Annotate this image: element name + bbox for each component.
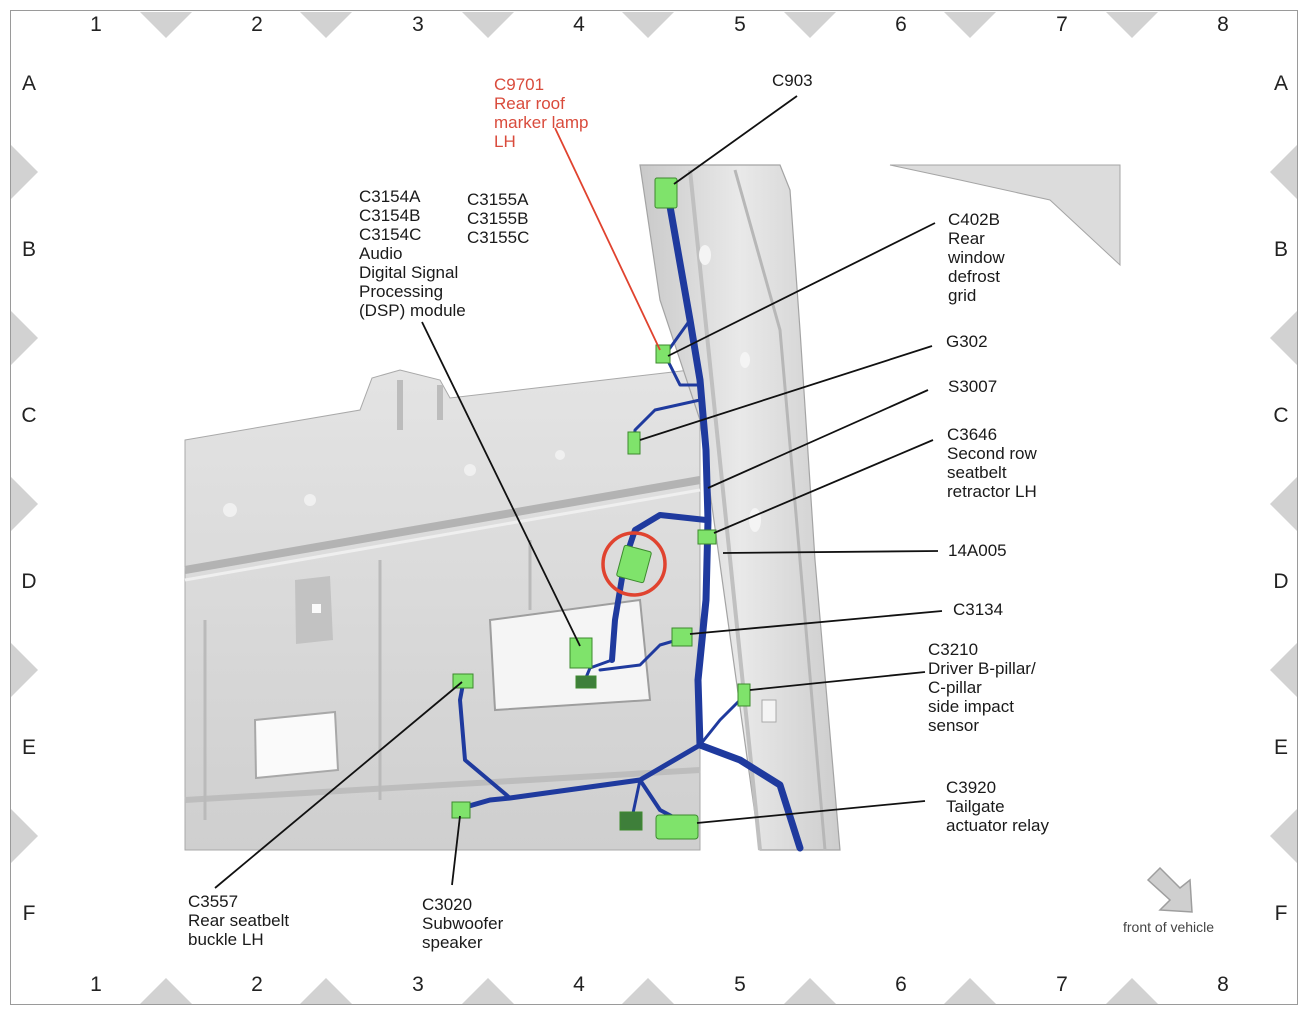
callout-c3557: C3557 Rear seatbelt buckle LH xyxy=(188,892,290,949)
grid-col-2-top: 2 xyxy=(251,13,263,36)
grid-col-4-bottom: 4 xyxy=(573,973,585,996)
border-markers xyxy=(11,12,1297,1004)
grid-col-6-top: 6 xyxy=(895,13,907,36)
grid-col-1-top: 1 xyxy=(90,13,102,36)
callout-c3134: C3134 xyxy=(953,600,1004,619)
grid-col-5-top: 5 xyxy=(734,13,746,36)
callout-c903: C903 xyxy=(772,71,813,90)
grid-col-6-bottom: 6 xyxy=(895,973,907,996)
grid-row-b-right: B xyxy=(1273,238,1288,261)
callout-c3155: C3155A C3155B C3155C xyxy=(467,190,530,247)
callout-s3007: S3007 xyxy=(948,377,998,396)
callout-g302: G302 xyxy=(946,332,988,351)
callout-c3020: C3020 Subwoofer speaker xyxy=(422,895,504,952)
connector-dark xyxy=(619,811,643,831)
grid-row-f-left: F xyxy=(22,902,36,925)
connector-c3210 xyxy=(737,683,751,707)
grid-col-3-bottom: 3 xyxy=(412,973,424,996)
grid-col-8-top: 8 xyxy=(1217,13,1229,36)
connector-c3020 xyxy=(451,801,471,819)
connector-c3154 xyxy=(569,637,593,669)
callout-c3154: C3154A C3154B C3154C Audio Digital Signa… xyxy=(359,187,466,320)
grid-row-e-left: E xyxy=(21,736,36,759)
grid-col-7-top: 7 xyxy=(1056,13,1068,36)
grid-col-1-bottom: 1 xyxy=(90,973,102,996)
highlight-circle xyxy=(601,531,667,597)
connector-c3920 xyxy=(655,814,699,840)
grid-row-b-left: B xyxy=(21,238,36,261)
grid-row-c-left: C xyxy=(21,404,37,427)
callout-c3646: C3646 Second row seatbelt retractor LH xyxy=(947,425,1037,501)
connector-c3134 xyxy=(671,627,693,647)
connector-highlighted xyxy=(616,544,652,584)
grid-row-d-left: D xyxy=(21,570,37,593)
front-of-vehicle-label: front of vehicle xyxy=(1123,919,1215,935)
connector-c903 xyxy=(654,177,678,209)
callout-c3920: C3920 Tailgate actuator relay xyxy=(946,778,1049,835)
grid-col-3-top: 3 xyxy=(412,13,424,36)
red-leader-line xyxy=(554,127,661,351)
connector-c3646 xyxy=(697,529,717,545)
callout-c3210: C3210 Driver B-pillar/ C-pillar side imp… xyxy=(928,640,1036,735)
rear-panel xyxy=(184,358,701,851)
callout-14a005: 14A005 xyxy=(948,541,1007,560)
grid-col-4-top: 4 xyxy=(573,13,585,36)
connector-c3155 xyxy=(575,675,597,689)
grid-row-e-right: E xyxy=(1273,736,1288,759)
grid-col-8-bottom: 8 xyxy=(1217,973,1229,996)
callout-c9701: C9701 Rear roof marker lamp LH xyxy=(494,75,589,151)
grid-col-2-bottom: 2 xyxy=(251,973,263,996)
grid-row-f-right: F xyxy=(1274,902,1288,925)
grid-row-a-right: A xyxy=(1273,72,1288,95)
grid-col-5-bottom: 5 xyxy=(734,973,746,996)
leader-lines xyxy=(214,95,943,889)
connector-g302 xyxy=(627,431,641,455)
callout-c402b: C402B Rear window defrost grid xyxy=(948,210,1005,305)
grid-col-7-bottom: 7 xyxy=(1056,973,1068,996)
grid-row-c-right: C xyxy=(1273,404,1289,427)
grid-row-d-right: D xyxy=(1273,570,1289,593)
grid-row-a-left: A xyxy=(21,72,36,95)
diagram-frame xyxy=(10,10,1298,1005)
front-arrow-icon xyxy=(1146,866,1193,913)
connectors xyxy=(451,177,751,840)
